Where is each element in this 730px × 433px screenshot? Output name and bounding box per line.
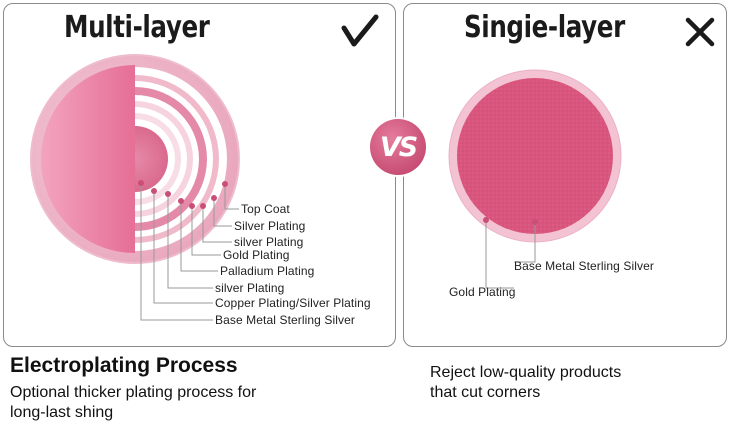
label-silver-plating-2: silver Plating <box>234 235 304 249</box>
left-description: Optional thicker plating process for lon… <box>10 383 256 423</box>
right-description: Reject low-quality products that cut cor… <box>430 363 621 403</box>
label-top-coat: Top Coat <box>241 202 290 216</box>
multi-layer-panel: Multi-layer <box>3 3 396 347</box>
multi-layer-diagram <box>30 54 240 321</box>
single-layer-title: Singie-layer <box>464 10 625 45</box>
label-gold-plating: Gold Plating <box>223 248 290 262</box>
label-base-metal: Base Metal Sterling Silver <box>215 313 355 327</box>
right-description-line-1: Reject low-quality products <box>430 364 622 381</box>
label-silver-plating-3: silver Plating <box>215 281 285 295</box>
label-single-gold-plating: Gold Plating <box>449 285 516 299</box>
electroplating-process-title: Electroplating Process <box>10 354 238 377</box>
label-palladium-plating: Palladium Plating <box>220 264 315 278</box>
label-single-base-metal: Base Metal Sterling Silver <box>514 259 654 273</box>
cross-icon <box>685 17 715 47</box>
leader-lines <box>140 183 239 321</box>
left-description-line-2: long-last shing <box>10 404 114 421</box>
leader-dots <box>138 180 228 209</box>
single-layer-panel: Singie-layer Base Metal Sterling Silver … <box>403 3 727 347</box>
multi-layer-title: Multi-layer <box>64 10 210 45</box>
single-leader-lines <box>485 220 536 289</box>
plating-rings <box>135 67 227 251</box>
label-silver-plating-1: Silver Plating <box>234 219 306 233</box>
right-description-line-2: that cut corners <box>430 384 541 401</box>
base-metal-disc <box>457 78 613 234</box>
single-layer-diagram <box>448 69 622 289</box>
vs-badge: VS <box>370 119 426 175</box>
left-description-line-1: Optional thicker plating process for <box>10 384 257 401</box>
base-metal-half <box>41 65 135 253</box>
checkmark-icon <box>341 14 379 47</box>
label-copper-plating: Copper Plating/Silver Plating <box>215 296 371 310</box>
